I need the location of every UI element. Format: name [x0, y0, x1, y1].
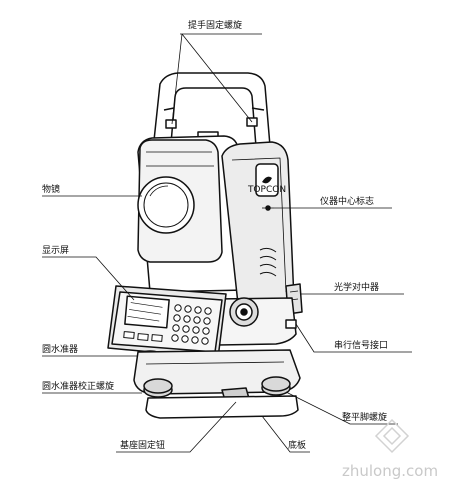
label-circular-level: 圆水准器 [42, 343, 78, 355]
brand-badge-text: TOPCON [247, 185, 286, 195]
leader-leveling-screw [285, 391, 398, 425]
leader-serial-port [295, 323, 412, 353]
control-panel [107, 285, 227, 359]
keypad [123, 304, 212, 345]
leader-lines [42, 33, 412, 453]
side-cover: TOPCON [221, 141, 295, 305]
watermark-logo [374, 418, 410, 454]
tangent-knob [229, 297, 259, 327]
leader-handle-screw [171, 33, 262, 125]
label-leveling-screw: 整平脚螺旋 [342, 411, 387, 423]
leveling-screws [143, 376, 291, 398]
labels: 提手固定螺旋 物镜 仪器中心标志 显示屏 光学对中器 圆水准器 串行信号接口 圆… [42, 19, 388, 451]
label-objective: 物镜 [42, 183, 60, 195]
label-display: 显示屏 [42, 245, 69, 256]
base-plate [145, 395, 299, 419]
leader-base-clamp [116, 401, 237, 453]
telescope [137, 139, 223, 263]
label-serial-port: 串行信号接口 [334, 339, 388, 351]
watermark: zhulong.com [342, 418, 438, 480]
leader-display [42, 256, 135, 301]
label-optical-plummet: 光学对中器 [334, 281, 379, 293]
label-base-clamp: 基座固定钮 [120, 439, 165, 451]
label-instrument-center: 仪器中心标志 [320, 195, 374, 207]
label-level-adjust-screw: 圆水准器校正螺旋 [42, 380, 114, 392]
leader-base-plate [261, 415, 310, 453]
watermark-text: zhulong.com [342, 462, 438, 480]
label-handle-screw: 提手固定螺旋 [188, 19, 242, 31]
label-base-plate: 底板 [288, 439, 306, 451]
serial-port [285, 319, 297, 329]
total-station-drawing: TOPCON [107, 72, 303, 419]
